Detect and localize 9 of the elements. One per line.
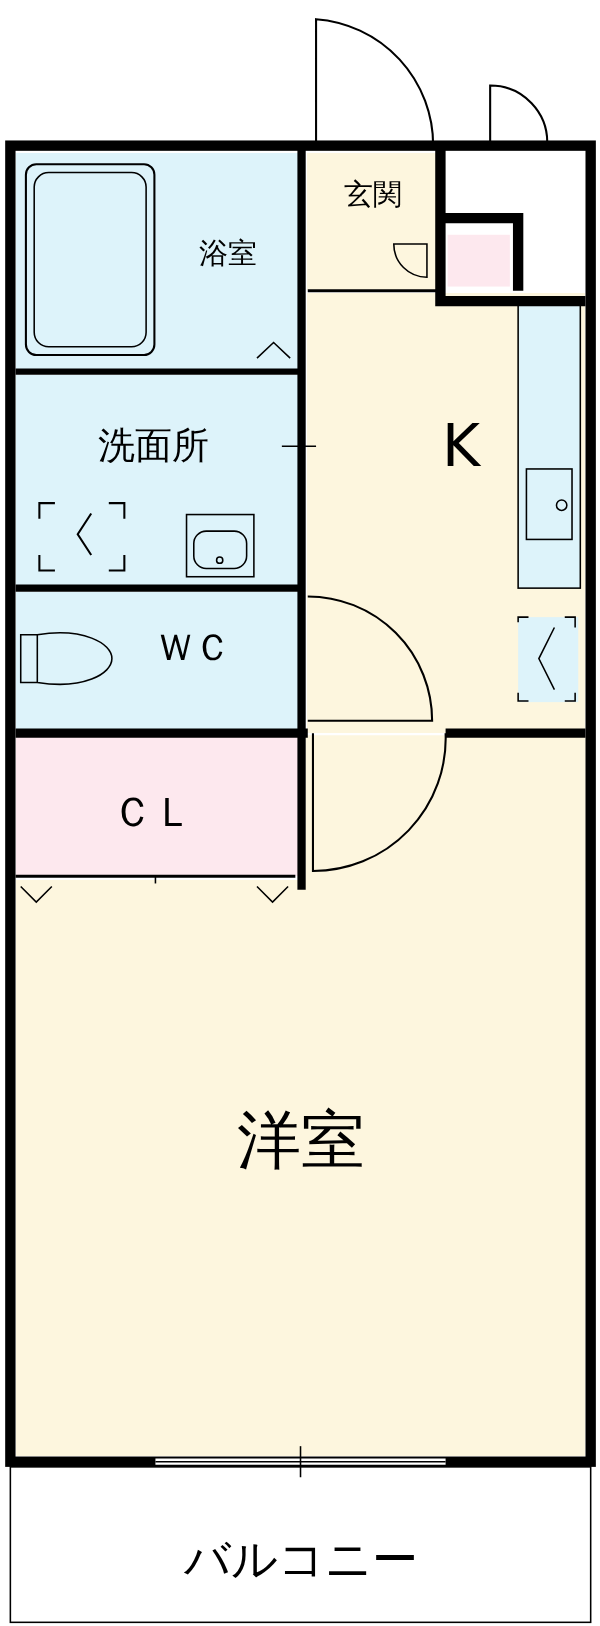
room-area: [15, 879, 586, 1456]
room-label: ＣＬ: [112, 792, 195, 835]
room-label: 浴室: [198, 239, 257, 269]
room-label: 洗面所: [97, 426, 209, 465]
room-label: バルコニー: [183, 1536, 418, 1583]
room-label: K: [442, 416, 481, 475]
room-label: 玄関: [344, 180, 403, 210]
room-label: 洋室: [236, 1107, 365, 1172]
room-label: ＷＣ: [156, 629, 231, 667]
